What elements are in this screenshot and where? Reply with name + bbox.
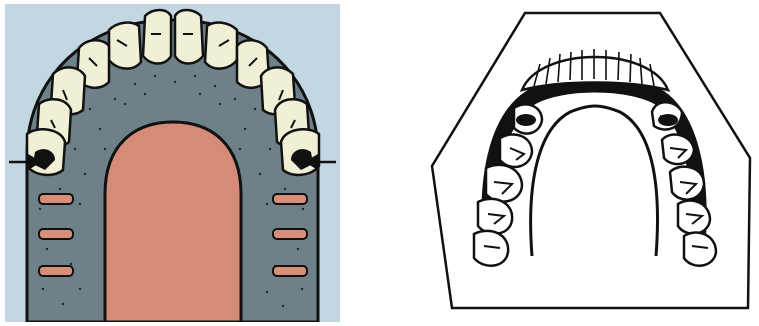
rugae-left-1 bbox=[39, 194, 73, 204]
right-tooth-5 bbox=[684, 233, 716, 266]
left-tooth-4 bbox=[478, 199, 512, 234]
maxillary-arch-illustration bbox=[5, 4, 340, 322]
palate bbox=[105, 122, 241, 322]
rugae-right-2 bbox=[273, 229, 307, 239]
rugae-left-2 bbox=[39, 229, 73, 239]
left-tooth-5 bbox=[474, 231, 508, 266]
central-incisor-left bbox=[143, 10, 171, 64]
rugae-right-3 bbox=[273, 266, 307, 276]
rugae-right-1 bbox=[273, 194, 307, 204]
rugae-left-3 bbox=[39, 266, 73, 276]
mandibular-cast-drawing bbox=[430, 8, 758, 322]
right-tooth-4 bbox=[678, 201, 710, 234]
central-incisor-right bbox=[175, 10, 203, 64]
